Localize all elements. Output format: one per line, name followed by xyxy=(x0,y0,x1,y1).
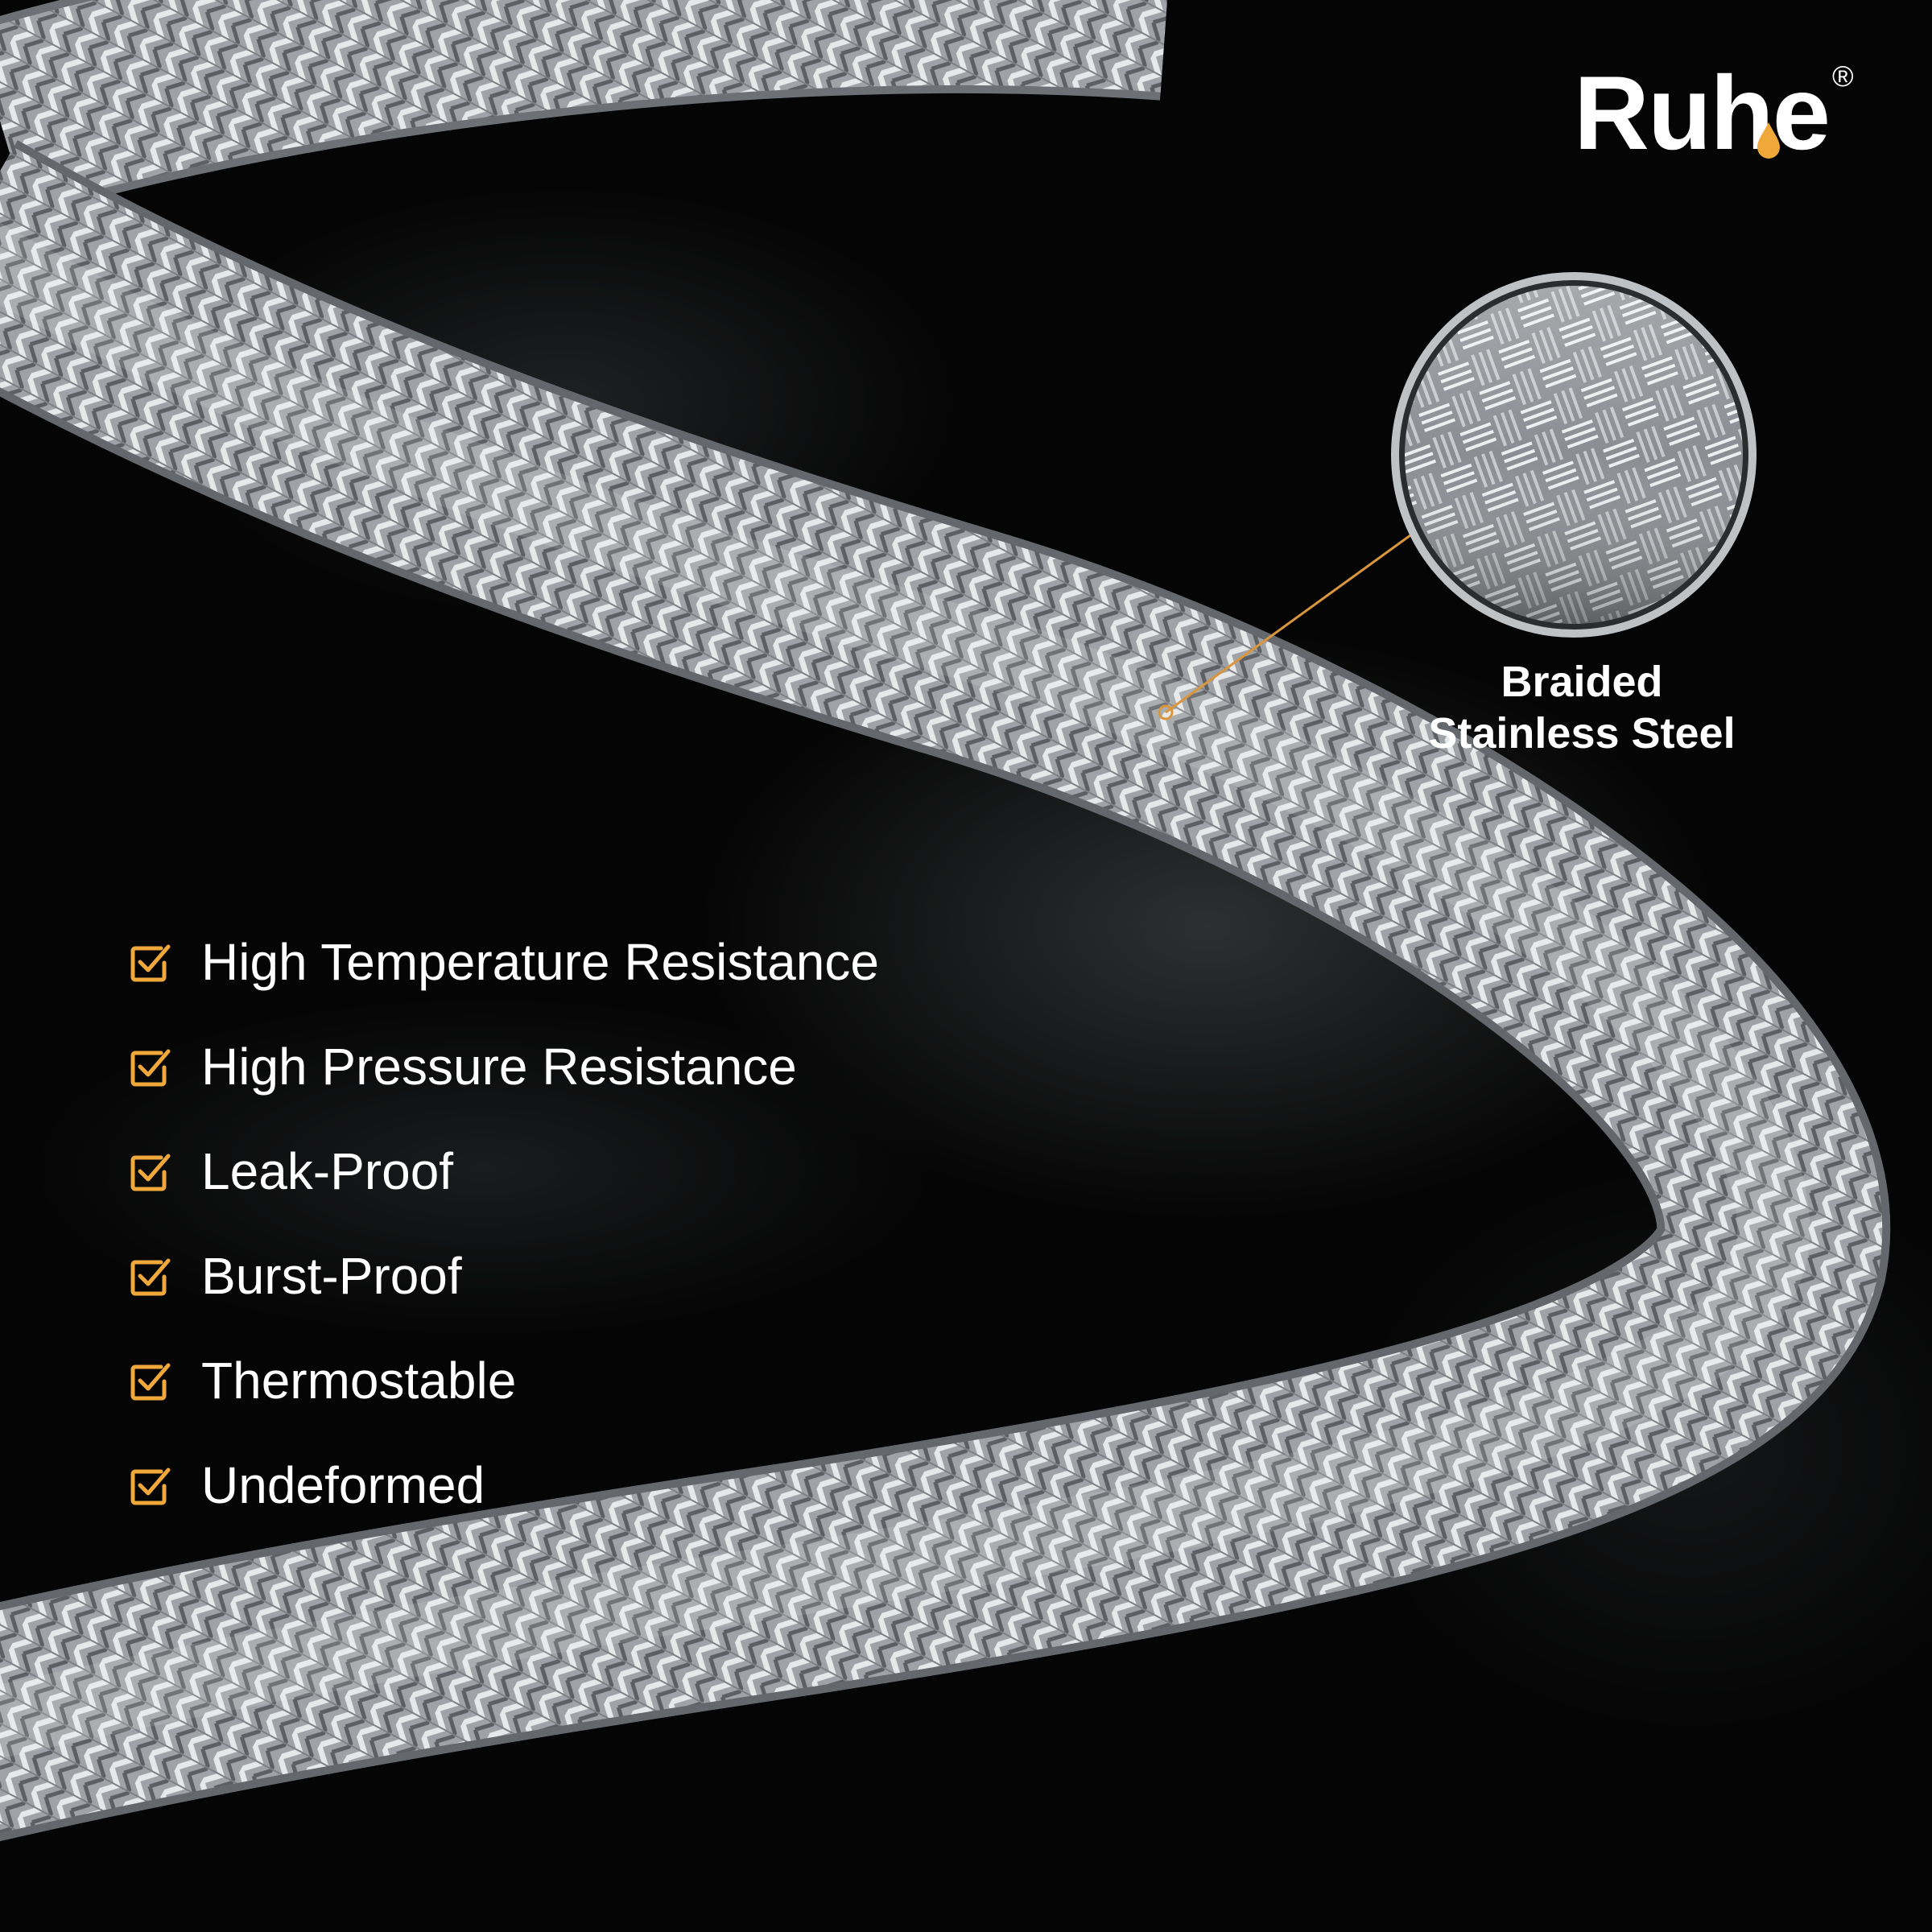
checkbox-check-icon xyxy=(130,1049,171,1087)
braid-closeup-magnifier xyxy=(1391,272,1757,638)
feature-item: High Pressure Resistance xyxy=(129,1014,879,1119)
water-drop-icon xyxy=(1757,122,1780,159)
registered-mark: ® xyxy=(1832,60,1853,93)
feature-item: Burst-Proof xyxy=(129,1224,879,1328)
feature-label: Thermostable xyxy=(201,1352,517,1410)
callout-leader-line xyxy=(1165,534,1411,714)
callout-line-2: Stainless Steel xyxy=(1428,709,1736,758)
feature-item: Undeformed xyxy=(129,1433,879,1538)
feature-label: Burst-Proof xyxy=(201,1247,462,1305)
checkbox-check-icon xyxy=(130,1258,171,1296)
feature-list: High Temperature Resistance High Pressur… xyxy=(129,910,879,1538)
feature-item: Thermostable xyxy=(129,1328,879,1433)
checkbox-check-icon xyxy=(130,1154,171,1191)
brand-logo: Ruhe® xyxy=(1574,60,1853,165)
feature-label: High Temperature Resistance xyxy=(201,933,879,991)
callout-line-1: Braided xyxy=(1501,658,1663,706)
callout-label: Braided Stainless Steel xyxy=(1360,656,1803,759)
brand-name: Ruhe xyxy=(1574,54,1831,171)
checkbox-check-icon xyxy=(130,944,171,982)
callout-anchor-dot xyxy=(1158,704,1174,720)
feature-label: High Pressure Resistance xyxy=(201,1038,797,1096)
feature-label: Leak-Proof xyxy=(201,1142,454,1200)
feature-item: Leak-Proof xyxy=(129,1119,879,1224)
feature-item: High Temperature Resistance xyxy=(129,910,879,1014)
checkbox-check-icon xyxy=(130,1468,171,1505)
checkbox-check-icon xyxy=(130,1363,171,1401)
feature-label: Undeformed xyxy=(201,1456,485,1514)
